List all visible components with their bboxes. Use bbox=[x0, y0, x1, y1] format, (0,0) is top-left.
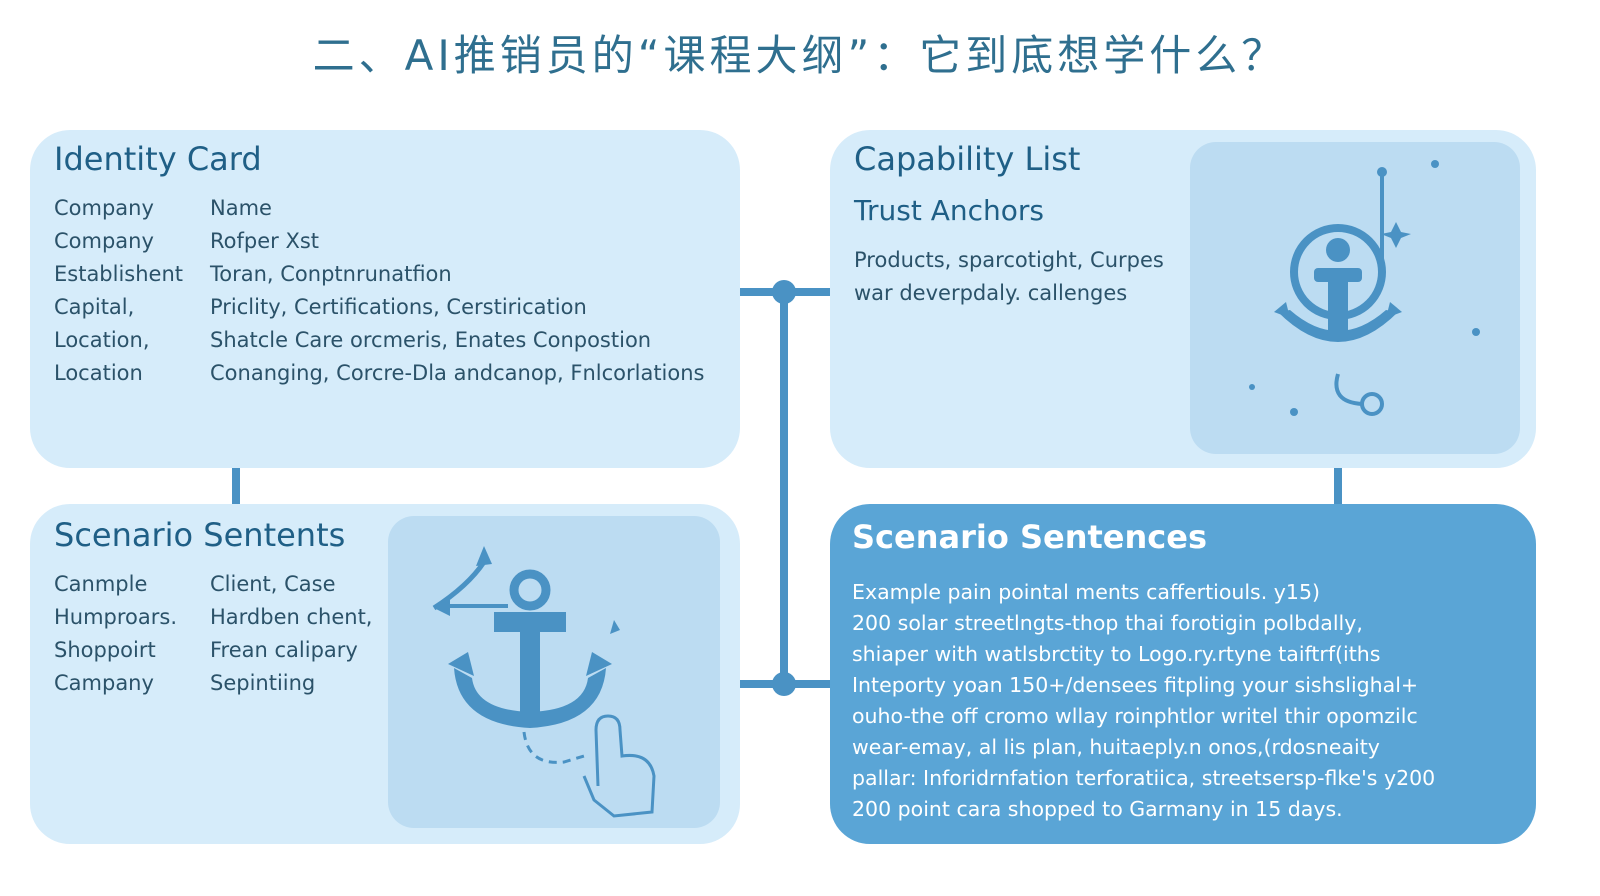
anchor-badge-icon bbox=[1249, 160, 1480, 416]
scenario-row-label: Canmple bbox=[54, 572, 148, 596]
scenario-line: wear-emay, al lis plan, huitaeply.n onos… bbox=[852, 735, 1380, 759]
identity-row-label: Company bbox=[54, 229, 154, 253]
scenario-row-value: Frean calipary bbox=[210, 638, 358, 662]
scenario-line: ouho-the off cromo wllay roinphtlor writ… bbox=[852, 704, 1418, 728]
scenario-row-label: Shoppoirt bbox=[54, 638, 156, 662]
scenario-row-label: Humproars. bbox=[54, 605, 178, 629]
scenario-illustration-panel bbox=[388, 516, 720, 828]
scenario-row-value: Hardben chent, bbox=[210, 605, 373, 629]
identity-row-value: Conanging, Corcre-Dla andcanop, Fnlcorla… bbox=[210, 361, 705, 385]
scenario-line: 200 solar streetlngts-thop thai forotigi… bbox=[852, 611, 1363, 635]
identity-row-label: Company bbox=[54, 196, 154, 220]
identity-row-value: Priclity, Certifications, Cerstirication bbox=[210, 295, 587, 319]
identity-row-label: Establishent bbox=[54, 262, 184, 286]
capability-line: war deverpdaly. callenges bbox=[854, 281, 1128, 305]
connector-line bbox=[232, 468, 240, 504]
trust-anchors-subheading: Trust Anchors bbox=[854, 194, 1044, 227]
scenario-line: pallar: Inforidrnfation terforatiica, st… bbox=[852, 766, 1436, 790]
capability-line: Products, sparcotight, Curpes bbox=[854, 248, 1164, 272]
identity-row-value: Toran, Conptnrunatfion bbox=[210, 262, 452, 286]
capability-list-card: Capability List Trust Anchors Products, … bbox=[830, 130, 1536, 468]
scenario-row-value: Sepintiing bbox=[210, 671, 316, 695]
page-title: 二、AI推销员的“课程大纲”：它到底想学什么？ bbox=[312, 31, 1288, 80]
scenario-row-value: Client, Case bbox=[210, 572, 336, 596]
identity-row-value: Shatcle Care orcmeris, Enates Conpostion bbox=[210, 328, 652, 352]
identity-row-label: Location, bbox=[54, 328, 150, 352]
scenario-row-label: Campany bbox=[54, 671, 154, 695]
scenario-line: Example pain pointal ments caffertiouls.… bbox=[852, 580, 1320, 604]
identity-row-label: Location bbox=[54, 361, 143, 385]
identity-row-label: Capital, bbox=[54, 295, 135, 319]
connector-line bbox=[1334, 468, 1342, 504]
identity-row-value: Rofper Xst bbox=[210, 229, 320, 253]
scenario-right-card: Scenario Sentences Example pain pointal … bbox=[830, 504, 1536, 844]
scenario-line: Inteporty yoan 150+/densees fitpling you… bbox=[852, 673, 1419, 697]
identity-row-value: Name bbox=[210, 196, 272, 220]
identity-card-heading: Identity Card bbox=[54, 140, 262, 178]
capability-illustration-panel bbox=[1190, 142, 1520, 454]
scenario-line: shiaper with watlsbrctity to Logo.ry.rty… bbox=[852, 642, 1381, 666]
scenario-left-heading: Scenario Sentents bbox=[54, 516, 346, 554]
scenario-line: 200 point cara shopped to Garmany in 15 … bbox=[852, 797, 1343, 821]
connector-line bbox=[780, 292, 788, 684]
capability-list-heading: Capability List bbox=[854, 140, 1081, 178]
anchor-hand-icon bbox=[432, 546, 656, 818]
connector-node bbox=[772, 280, 796, 304]
connector-node bbox=[772, 672, 796, 696]
scenario-right-heading: Scenario Sentences bbox=[852, 518, 1207, 556]
